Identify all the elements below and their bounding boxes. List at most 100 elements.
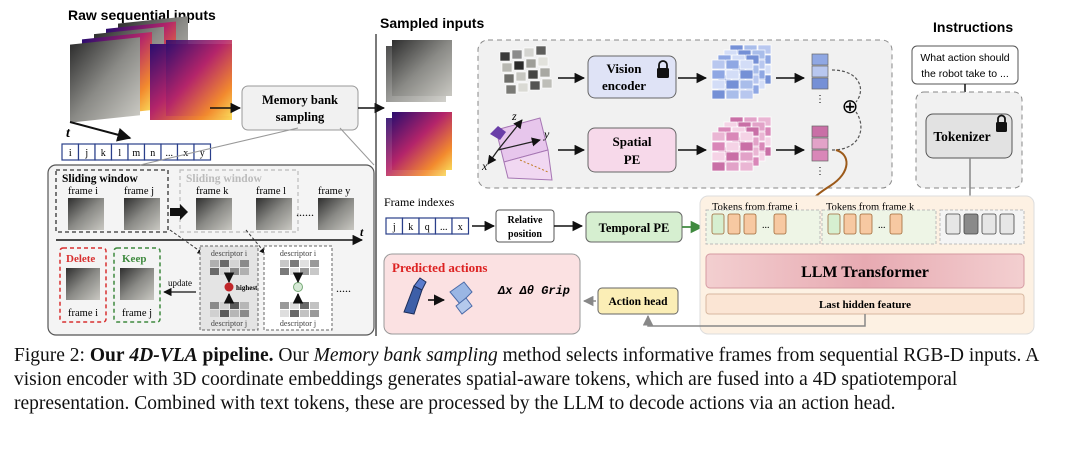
descriptor-trailing-dots: ..... bbox=[336, 281, 351, 295]
sliding-t-label: t bbox=[360, 225, 364, 239]
descriptor-j-bottom: descriptor j bbox=[211, 319, 247, 328]
image-patch bbox=[535, 45, 547, 56]
frame-i-thumb bbox=[68, 198, 104, 230]
feature-cube-cell bbox=[739, 151, 754, 162]
llm-token bbox=[743, 213, 757, 235]
instruction-line1: What action should bbox=[920, 52, 1009, 64]
descriptor-cell bbox=[240, 268, 249, 275]
spatial-pe-box bbox=[587, 127, 677, 173]
descriptor-cell bbox=[280, 260, 289, 267]
feature-cube-cell bbox=[739, 161, 754, 172]
frame-indexes-label: Frame indexes bbox=[384, 195, 455, 209]
raw-timeline-cell-label: x bbox=[183, 148, 188, 159]
keep-box bbox=[113, 247, 161, 323]
image-patch bbox=[503, 73, 515, 84]
descriptor-cell bbox=[220, 268, 229, 275]
image-patch bbox=[505, 84, 517, 95]
descriptor-cell bbox=[210, 302, 219, 309]
feature-cube-cell bbox=[725, 69, 740, 80]
llm-token bbox=[827, 213, 841, 235]
figure-caption: Figure 2: Our 4D-VLA pipeline. Our Memor… bbox=[14, 344, 1066, 416]
raw-timeline-cell-label: k bbox=[101, 148, 106, 159]
feature-cube-cell bbox=[739, 131, 754, 142]
descriptor-cell bbox=[210, 260, 219, 267]
image-patch bbox=[511, 49, 523, 60]
descriptor-cell bbox=[230, 268, 239, 275]
descriptor-cell bbox=[310, 310, 319, 317]
hidden-to-head-arrow bbox=[642, 314, 866, 327]
text-token bbox=[963, 213, 979, 235]
token-group-frame-k bbox=[821, 209, 937, 245]
feature-cube-cell bbox=[739, 141, 754, 152]
descriptor-cell bbox=[280, 268, 289, 275]
feature-cube-cell bbox=[725, 131, 740, 142]
raw-timeline-cell-label: i bbox=[69, 148, 72, 159]
token-ellipsis: ⋮ bbox=[815, 94, 825, 105]
frame-index-cell-label: j bbox=[392, 222, 396, 233]
xyz-point-grid bbox=[487, 117, 553, 181]
sliding-dots: ...... bbox=[296, 205, 314, 219]
delete-frame-label: frame i bbox=[68, 308, 98, 319]
descriptor-cell bbox=[300, 268, 309, 275]
llm-input-tokens: ...... bbox=[705, 209, 1025, 245]
descriptor-cell bbox=[310, 302, 319, 309]
token-cell bbox=[811, 125, 829, 138]
header-raw-inputs: Raw sequential inputs bbox=[68, 7, 216, 23]
temporal-pe-label: Temporal PE bbox=[599, 221, 670, 235]
feature-cube-cell bbox=[711, 69, 726, 80]
predicted-actions-panel bbox=[383, 253, 581, 335]
vision-encoder-line1: Vision bbox=[607, 61, 643, 76]
image-patch bbox=[501, 62, 513, 73]
feature-cube-cell bbox=[711, 79, 726, 90]
spatial-feature-cube bbox=[711, 116, 772, 172]
caption-text1: Our bbox=[278, 345, 309, 366]
caption-bold-a: Our bbox=[89, 345, 125, 366]
sliding-window-faded bbox=[179, 169, 299, 233]
raw-timeline-cell-label: ... bbox=[166, 148, 174, 159]
descriptor-cell bbox=[240, 260, 249, 267]
memory-bank-line1: Memory bank bbox=[262, 93, 338, 107]
relative-line1: Relative bbox=[508, 215, 544, 226]
frame-j-thumb bbox=[124, 198, 160, 230]
spatial-token-column: ⋮ bbox=[811, 125, 829, 177]
frame-index-cell-label: x bbox=[458, 222, 463, 233]
tokenizer-box bbox=[925, 113, 1013, 159]
frame-k-label: frame k bbox=[196, 186, 229, 197]
llm-token bbox=[711, 213, 725, 235]
caption-figure-number: Figure 2: bbox=[14, 345, 85, 366]
tokens-from-frame-i: Tokens from frame i bbox=[712, 202, 798, 213]
update-label: update bbox=[168, 278, 192, 288]
raw-timeline-cell-label: n bbox=[150, 148, 155, 159]
axis-y: y bbox=[543, 127, 550, 141]
axis-z: z bbox=[511, 109, 517, 123]
vision-encoder-box bbox=[587, 55, 677, 99]
image-patch bbox=[525, 58, 537, 69]
feature-cube-cell bbox=[725, 151, 740, 162]
frame-i-label: frame i bbox=[68, 186, 98, 197]
text-token bbox=[999, 213, 1015, 235]
descriptor-cell bbox=[210, 268, 219, 275]
descriptor-cell bbox=[310, 268, 319, 275]
header-instructions: Instructions bbox=[933, 19, 1013, 35]
image-patch bbox=[515, 71, 527, 82]
pipeline-diagram: Raw sequential inputs Sampled inputs Ins… bbox=[47, 7, 1035, 336]
descriptor-cell bbox=[220, 302, 229, 309]
frame-k-thumb bbox=[196, 198, 232, 230]
descriptor-cell bbox=[230, 260, 239, 267]
tokenizer-lock-icon bbox=[996, 114, 1007, 132]
image-patch bbox=[513, 60, 525, 71]
slide-arrow bbox=[170, 204, 188, 220]
llm-transformer-box bbox=[705, 253, 1025, 289]
raw-timeline-cell-label: y bbox=[200, 148, 205, 159]
action-head-box bbox=[597, 287, 679, 315]
feature-cube-cell bbox=[739, 69, 754, 80]
descriptor-cell bbox=[290, 268, 299, 275]
image-patch bbox=[517, 82, 529, 93]
vision-encoder-line2: encoder bbox=[602, 78, 646, 93]
descriptor-cell bbox=[210, 310, 219, 317]
caption-text2: method selects informative frames from s… bbox=[14, 345, 1039, 414]
feature-cube-cell bbox=[711, 59, 726, 70]
descriptor-cell bbox=[240, 302, 249, 309]
image-patch bbox=[499, 51, 511, 62]
